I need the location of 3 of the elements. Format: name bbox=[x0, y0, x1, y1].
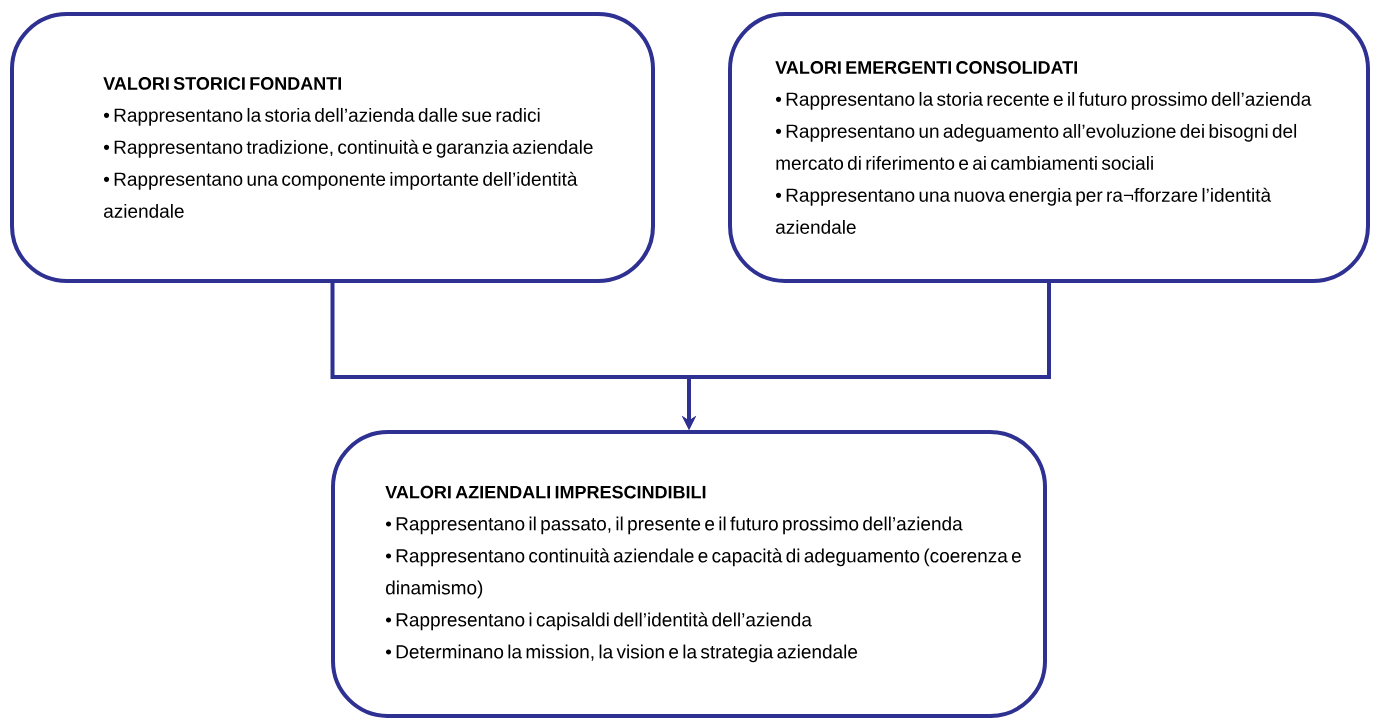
value-box: VALORI STORICI FONDANTI • Rappresentano la storia dell’azienda dalle sue radici • Rappresentano tradizione, continuità e garanzia aziendale • Rappresentano una componente importante dell’identità aziendale bbox=[10, 12, 655, 283]
value-box: VALORI AZIENDALI IMPRESCINDIBILI • Rappresentano il passato, il presente e il futuro prossimo dell’azienda • Rappresentano continuità aziendale e capacità di adeguamento (coerenza e dinamismo) • Rappresentano i capisaldi dell’identità dell’azienda • Determinano la mission, la vision e la strategia aziendale bbox=[331, 430, 1047, 718]
value-box: VALORI EMERGENTI CONSOLIDATI • Rappresentano la storia recente e il futuro prossimo dell’azienda • Rappresentano un adeguamento all’evoluzione dei bisogni del mercato di riferimento e ai cambiamenti sociali • Rappresentano una nuova energia per ra¬fforzare l’identità aziendale bbox=[728, 12, 1370, 283]
